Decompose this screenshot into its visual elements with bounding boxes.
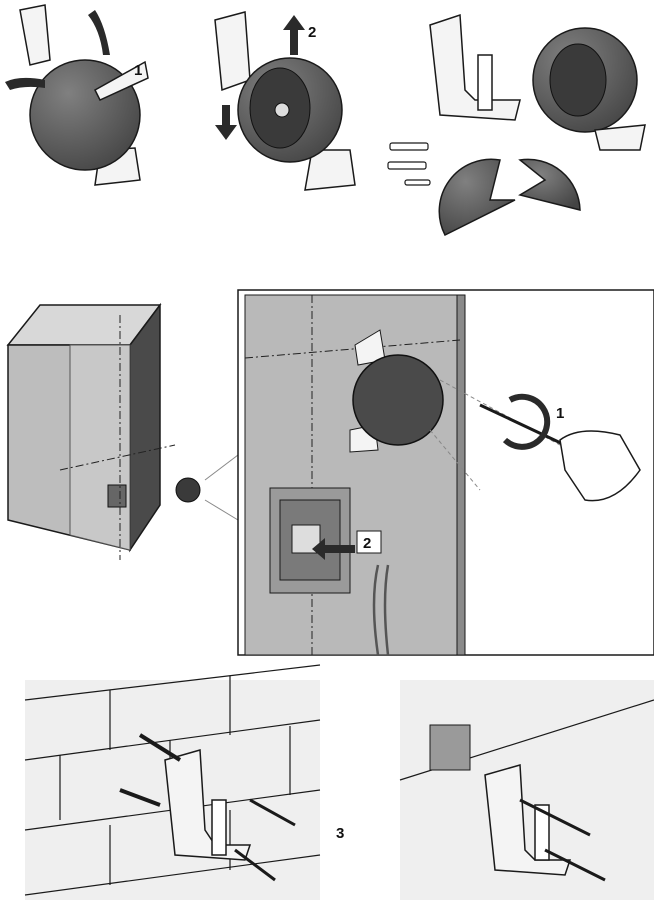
arrow-left-icon <box>5 77 45 90</box>
screwdriver <box>479 403 566 447</box>
step-open-ball-illustration: 2 <box>214 11 356 191</box>
speaker-cabinet-illustration <box>6 302 239 560</box>
wood-wall-mounting-illustration <box>399 680 654 900</box>
hand <box>559 430 641 502</box>
arrow-up-icon <box>88 10 110 55</box>
step-label: 2 <box>363 535 371 552</box>
step-label: 1 <box>556 405 564 422</box>
brick-wall-mounting-illustration <box>24 664 321 900</box>
arrow-down-icon <box>215 105 237 140</box>
step-label: 3 <box>336 825 344 842</box>
rotate-arrow-icon <box>502 393 551 450</box>
step-remove-ball-illustration: 1 <box>5 4 149 186</box>
arrow-up-icon <box>283 15 305 55</box>
detail-panel: 1 2 <box>237 289 654 656</box>
step-label: 1 <box>134 62 142 79</box>
step-parts-illustration <box>387 13 646 237</box>
arrow-left-icon <box>312 538 355 560</box>
step-label: 2 <box>308 24 316 41</box>
ball-mount <box>352 354 444 446</box>
screws-and-dowels <box>387 142 431 186</box>
